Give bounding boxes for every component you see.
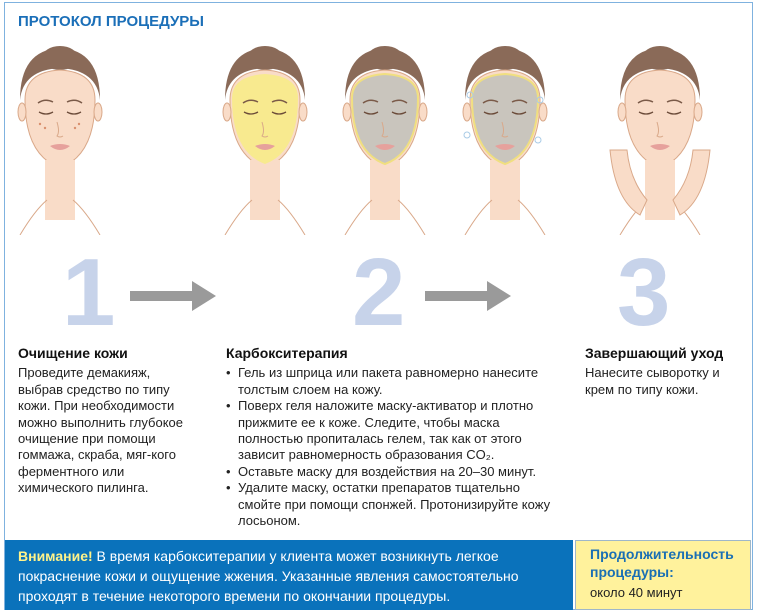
step-text: Нанесите сыворотку и крем по типу кожи. [585, 365, 720, 397]
step-1-section: Очищение кожи Проведите демакияж, выбрав… [18, 345, 198, 497]
duration-box: Продолжительность процедуры: около 40 ми… [575, 540, 751, 610]
step-bullet: Удалите маску, остатки препаратов тщател… [226, 480, 556, 529]
face-illustration-cleansing [17, 45, 103, 235]
step-text: Проведите демакияж, выбрав средство по т… [18, 365, 183, 496]
step-3-section: Завершающий уход Нанесите сыворотку и кр… [585, 345, 735, 398]
arrow-right-icon [130, 281, 216, 311]
step-2-section: Карбокситерапия Гель из шприца или пакет… [226, 345, 556, 529]
page-title: ПРОТОКОЛ ПРОЦЕДУРЫ [18, 13, 204, 30]
arrow-right-icon [425, 281, 511, 311]
duration-value: около 40 минут [590, 585, 683, 600]
step-heading: Карбокситерапия [226, 345, 348, 361]
step-number-2: 2 [352, 239, 406, 346]
warning-label: Внимание! [18, 548, 93, 564]
step-number-1: 1 [62, 239, 116, 346]
face-illustration-mask-bubbles [462, 45, 548, 235]
step-bullet: Поверх геля наложите маску-активатор и п… [226, 398, 556, 464]
warning-text: В время карбокситерапии у клиента может … [18, 548, 519, 604]
warning-banner: Внимание! В время карбокситерапии у клие… [5, 540, 573, 610]
step-number-3: 3 [617, 239, 671, 346]
step-bullet: Оставьте маску для воздействия на 20–30 … [226, 464, 556, 481]
step-heading: Очищение кожи [18, 345, 128, 361]
step-heading: Завершающий уход [585, 345, 724, 361]
face-illustration-mask [342, 45, 428, 235]
face-illustration-gel [222, 45, 308, 235]
face-illustration-finish [609, 45, 711, 235]
duration-heading: Продолжительность процедуры: [590, 546, 734, 580]
step-bullet: Гель из шприца или пакета равномерно нан… [226, 365, 556, 398]
